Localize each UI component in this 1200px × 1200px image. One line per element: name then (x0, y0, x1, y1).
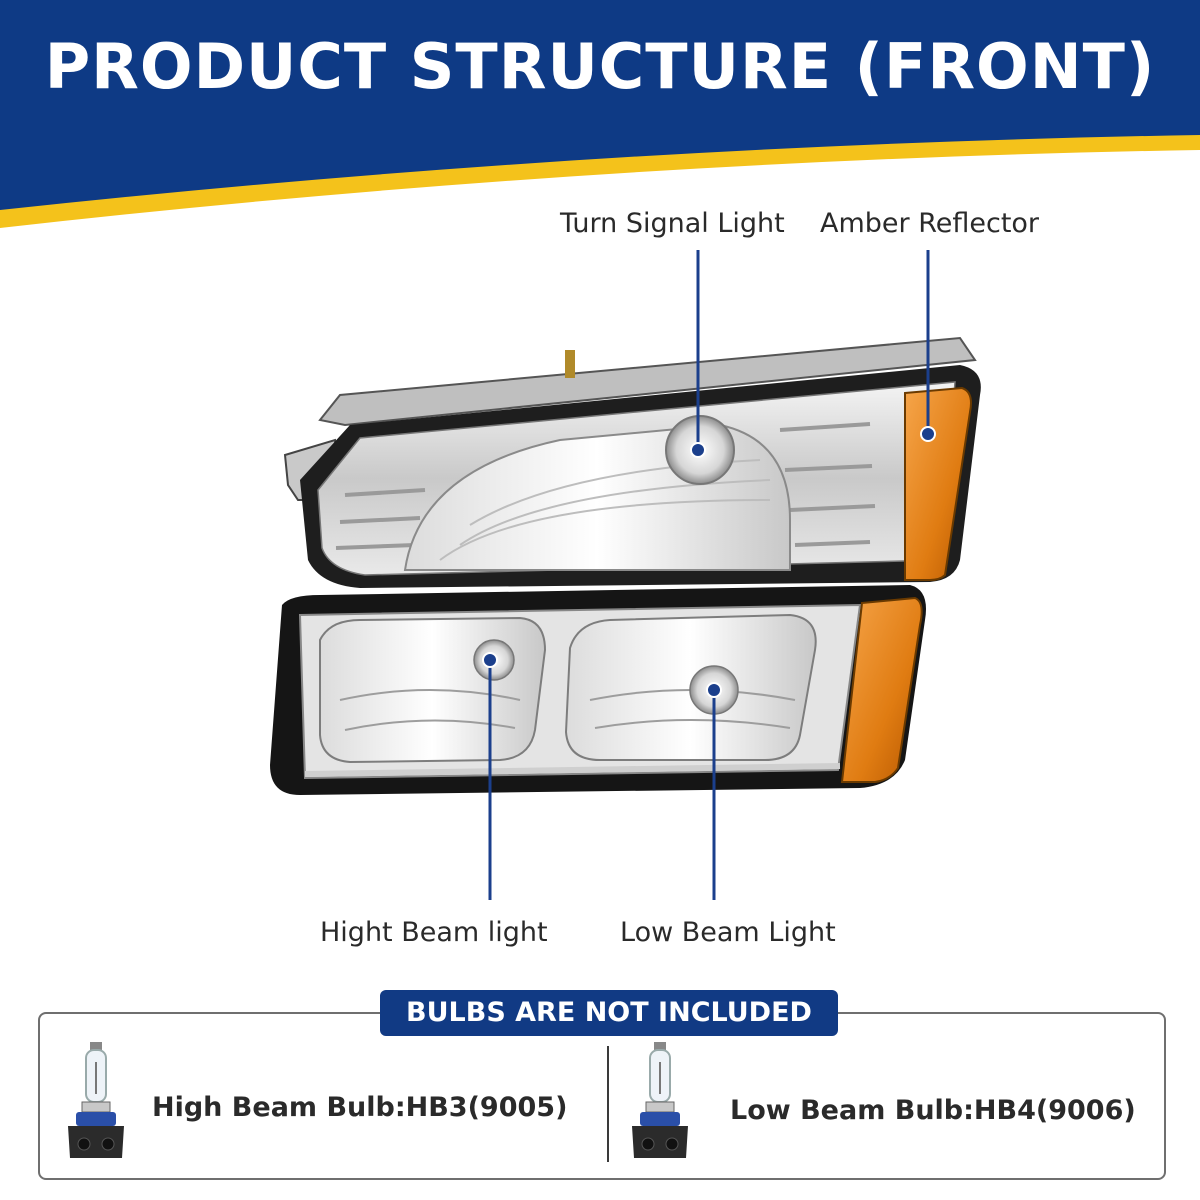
page-title: PRODUCT STRUCTURE (FRONT) (44, 30, 1156, 103)
housing-flange (318, 336, 977, 427)
banner-background (0, 0, 1200, 228)
adjuster-post (565, 350, 575, 378)
callout-dots (482, 426, 936, 698)
callout-amber-reflector: Amber Reflector (820, 208, 1040, 239)
halogen-bulb-icon (68, 1042, 124, 1158)
callout-low-beam-light: Low Beam Light (620, 917, 836, 948)
low-beam-bulb-label: Low Beam Bulb:HB4(9006) (730, 1095, 1136, 1126)
halogen-bulb-icon (632, 1042, 688, 1158)
bumper-amber-lens (840, 596, 923, 783)
callout-lines (488, 250, 930, 900)
callout-high-beam-light: Hight Beam light (320, 917, 548, 948)
bulbs-not-included-badge: BULBS ARE NOT INCLUDED (380, 990, 838, 1036)
header-banner: PRODUCT STRUCTURE (FRONT) (0, 0, 1200, 240)
panel-divider (607, 1046, 609, 1162)
lens-ribs (335, 422, 876, 550)
callout-turn-signal-light: Turn Signal Light (560, 208, 785, 239)
high-beam-bulb-label: High Beam Bulb:HB3(9005) (152, 1092, 568, 1123)
